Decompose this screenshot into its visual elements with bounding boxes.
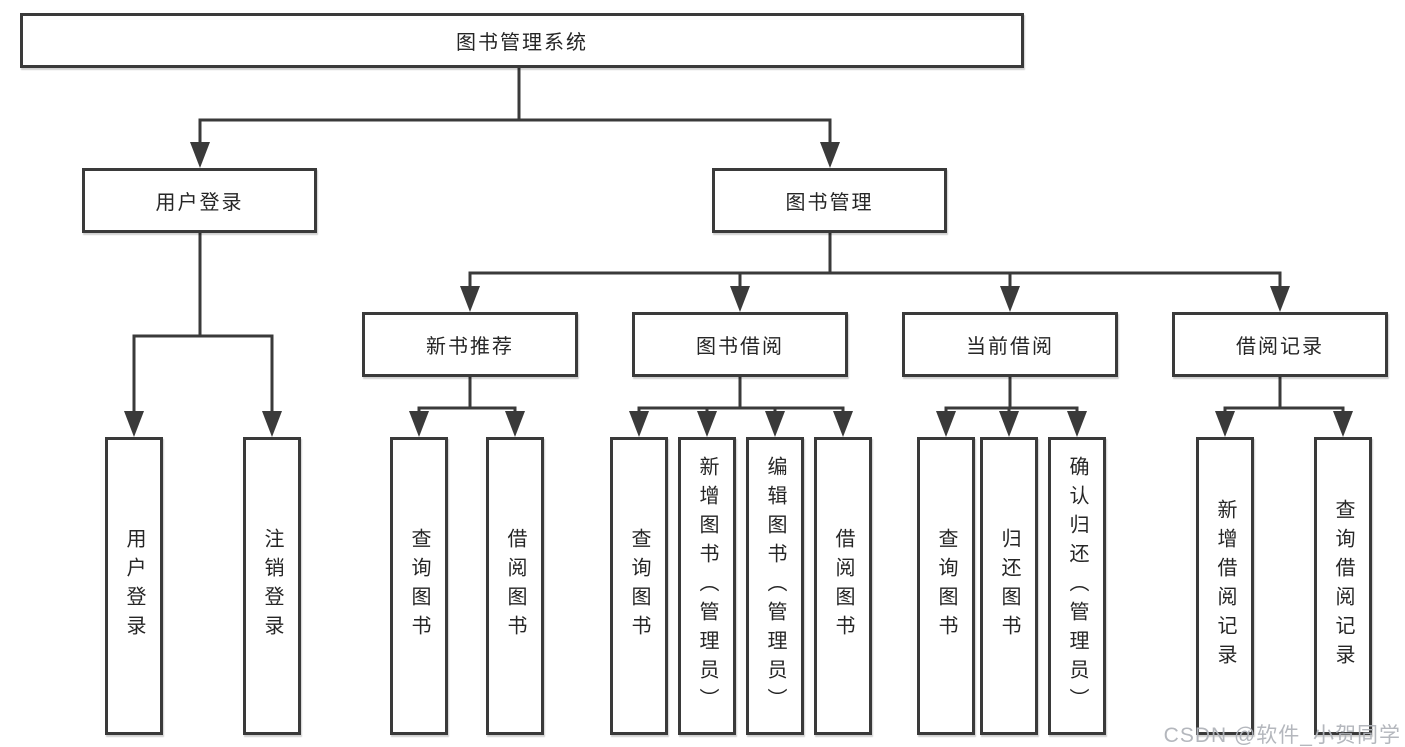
leaf-borrow-books: 借阅图书 [814,437,872,735]
leaf-query-books-recommend: 查询图书 [390,437,448,735]
node-borrowing-records: 借阅记录 [1172,312,1388,377]
leaf-add-borrow-record: 新增借阅记录 [1196,437,1254,735]
node-current-borrowing: 当前借阅 [902,312,1118,377]
node-label: 图书管理 [785,192,874,214]
leaf-edit-books-admin: 编辑图书（管理员） [746,437,804,735]
leaf-logout: 注销登录 [243,437,301,735]
node-label: 当前借阅 [966,336,1054,358]
leaf-add-books-admin: 新增图书（管理员） [678,437,736,735]
node-label: 图书借阅 [696,336,784,358]
node-new-book-recommendation: 新书推荐 [362,312,578,377]
leaf-label: 注销登录 [261,528,283,644]
leaf-return-books: 归还图书 [980,437,1038,735]
leaf-query-books-current: 查询图书 [917,437,975,735]
leaf-label: 查询图书 [408,528,430,644]
leaf-label: 新增借阅记录 [1214,499,1236,673]
leaf-query-books-borrowing: 查询图书 [610,437,668,735]
leaf-label: 借阅图书 [504,528,526,644]
leaf-label: 借阅图书 [832,528,854,644]
node-book-management: 图书管理 [712,168,947,233]
node-label: 用户登录 [155,192,244,214]
node-library-management-system: 图书管理系统 [20,13,1024,68]
leaf-label: 用户登录 [123,528,145,644]
node-label: 新书推荐 [426,336,514,358]
node-user-login: 用户登录 [82,168,317,233]
leaf-borrow-books-recommend: 借阅图书 [486,437,544,735]
leaf-query-borrow-record: 查询借阅记录 [1314,437,1372,735]
leaf-confirm-return-admin: 确认归还（管理员） [1048,437,1106,735]
node-label: 图书管理系统 [456,32,588,54]
leaf-label: 查询图书 [628,528,650,644]
node-book-borrowing: 图书借阅 [632,312,848,377]
leaf-label: 编辑图书（管理员） [764,455,786,717]
leaf-label: 新增图书（管理员） [696,455,718,717]
leaf-label: 查询借阅记录 [1332,499,1354,673]
node-label: 借阅记录 [1236,336,1324,358]
leaf-label: 查询图书 [935,528,957,644]
leaf-user-login: 用户登录 [105,437,163,735]
leaf-label: 归还图书 [998,528,1020,644]
csdn-watermark: CSDN @软件_小贺同学 [1163,724,1401,747]
leaf-label: 确认归还（管理员） [1066,455,1088,717]
